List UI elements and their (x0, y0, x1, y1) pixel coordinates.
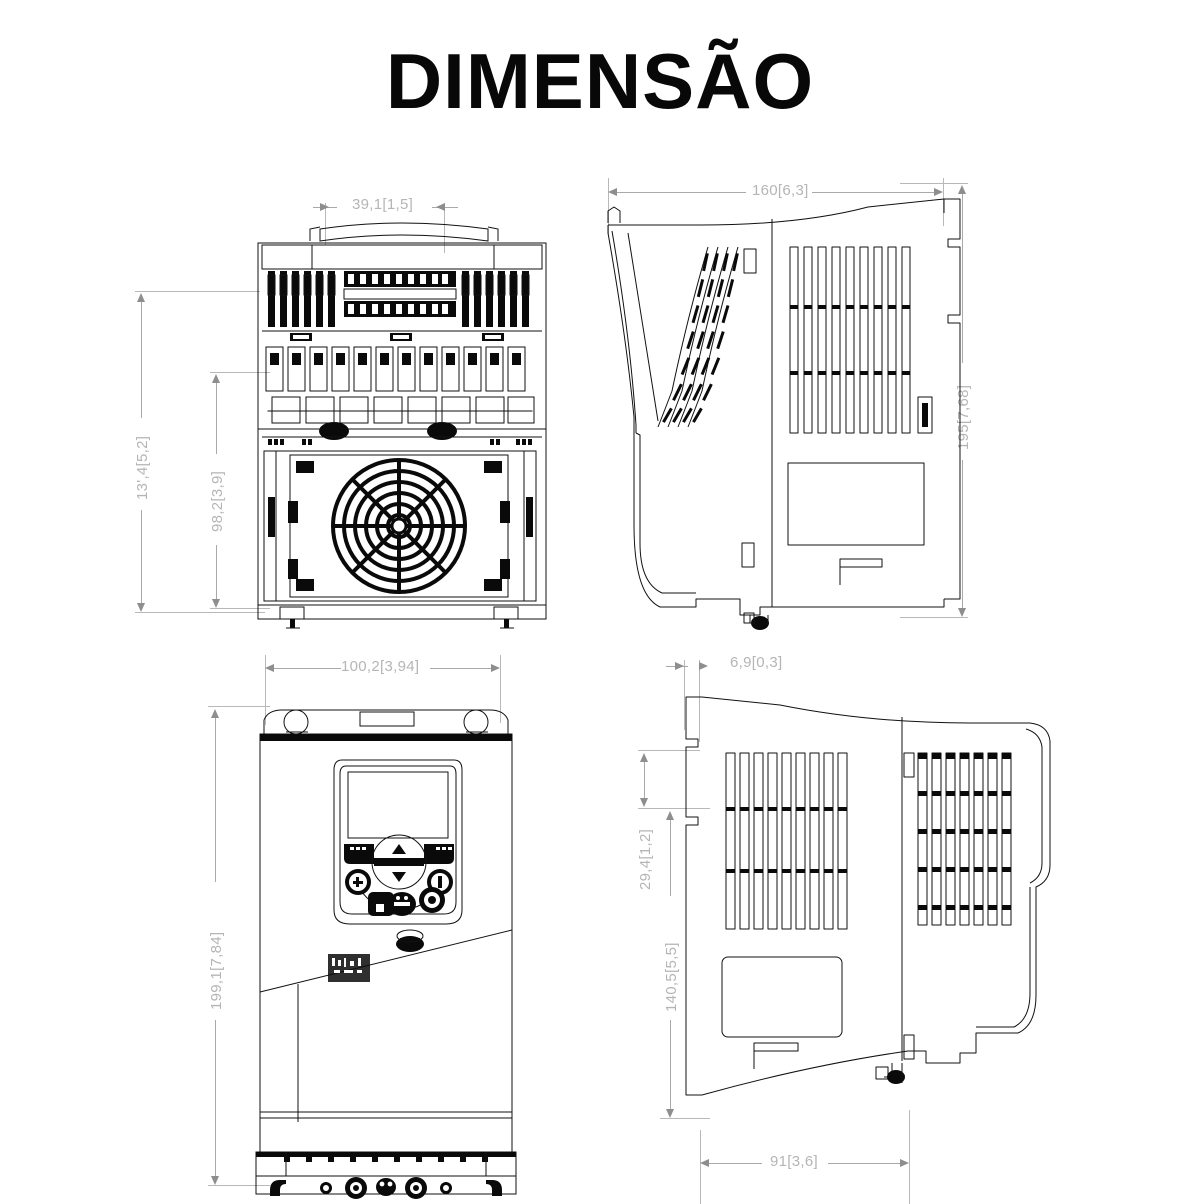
dim-line (215, 712, 216, 882)
dim-line (141, 510, 142, 610)
dim-line (644, 756, 645, 802)
dim-front-height: 199,1[7,84] (208, 932, 225, 1010)
dim-line (430, 668, 498, 669)
dim-arrow (212, 374, 220, 383)
keypad (334, 760, 462, 924)
dim-arrow (640, 753, 648, 762)
dim-arrow (640, 798, 648, 807)
dim-top-width: 39,1[1,5] (352, 196, 413, 213)
dim-left-top-gap: 29,4[1,2] (637, 829, 654, 890)
dim-arrow (491, 664, 500, 672)
ext-line (135, 291, 260, 292)
dim-front-width: 100,2[3,94] (341, 658, 419, 675)
dim-top-height-outer: 13',4[5,2] (134, 436, 151, 500)
view-right-side: 160[6,3] 195[7,68] (560, 0, 1200, 640)
dim-arrow (211, 709, 219, 718)
dim-top-height-inner: 98,2[3,9] (209, 471, 226, 532)
dim-line (812, 192, 940, 193)
dim-arrow (137, 293, 145, 302)
dim-arrow (436, 203, 445, 211)
dim-arrow (265, 664, 274, 672)
ext-line (135, 612, 265, 613)
dim-line (269, 668, 341, 669)
view-left-side: 6,9[0,3] 29,4[1,2] 140,5[5,5] 91[3,6] (560, 640, 1200, 1200)
ext-line (900, 183, 968, 184)
fan-grille (288, 455, 510, 597)
dim-line (141, 296, 142, 418)
view-top: 39,1[1,5] 13',4[5,2] 98,2[3,9] (0, 0, 560, 640)
dim-arrow (958, 185, 966, 194)
dim-arrow (137, 603, 145, 612)
dim-arrow (211, 1176, 219, 1185)
view-front: 100,2[3,94] 199,1[7,84] (0, 640, 560, 1200)
dim-arrow (699, 662, 708, 670)
dim-line (216, 545, 217, 605)
dim-left-offset: 6,9[0,3] (730, 654, 782, 671)
dim-line (215, 1020, 216, 1180)
dim-line (216, 377, 217, 454)
dim-arrow (212, 599, 220, 608)
dim-line (612, 192, 746, 193)
dim-arrow (320, 203, 329, 211)
dim-arrow (675, 662, 684, 670)
